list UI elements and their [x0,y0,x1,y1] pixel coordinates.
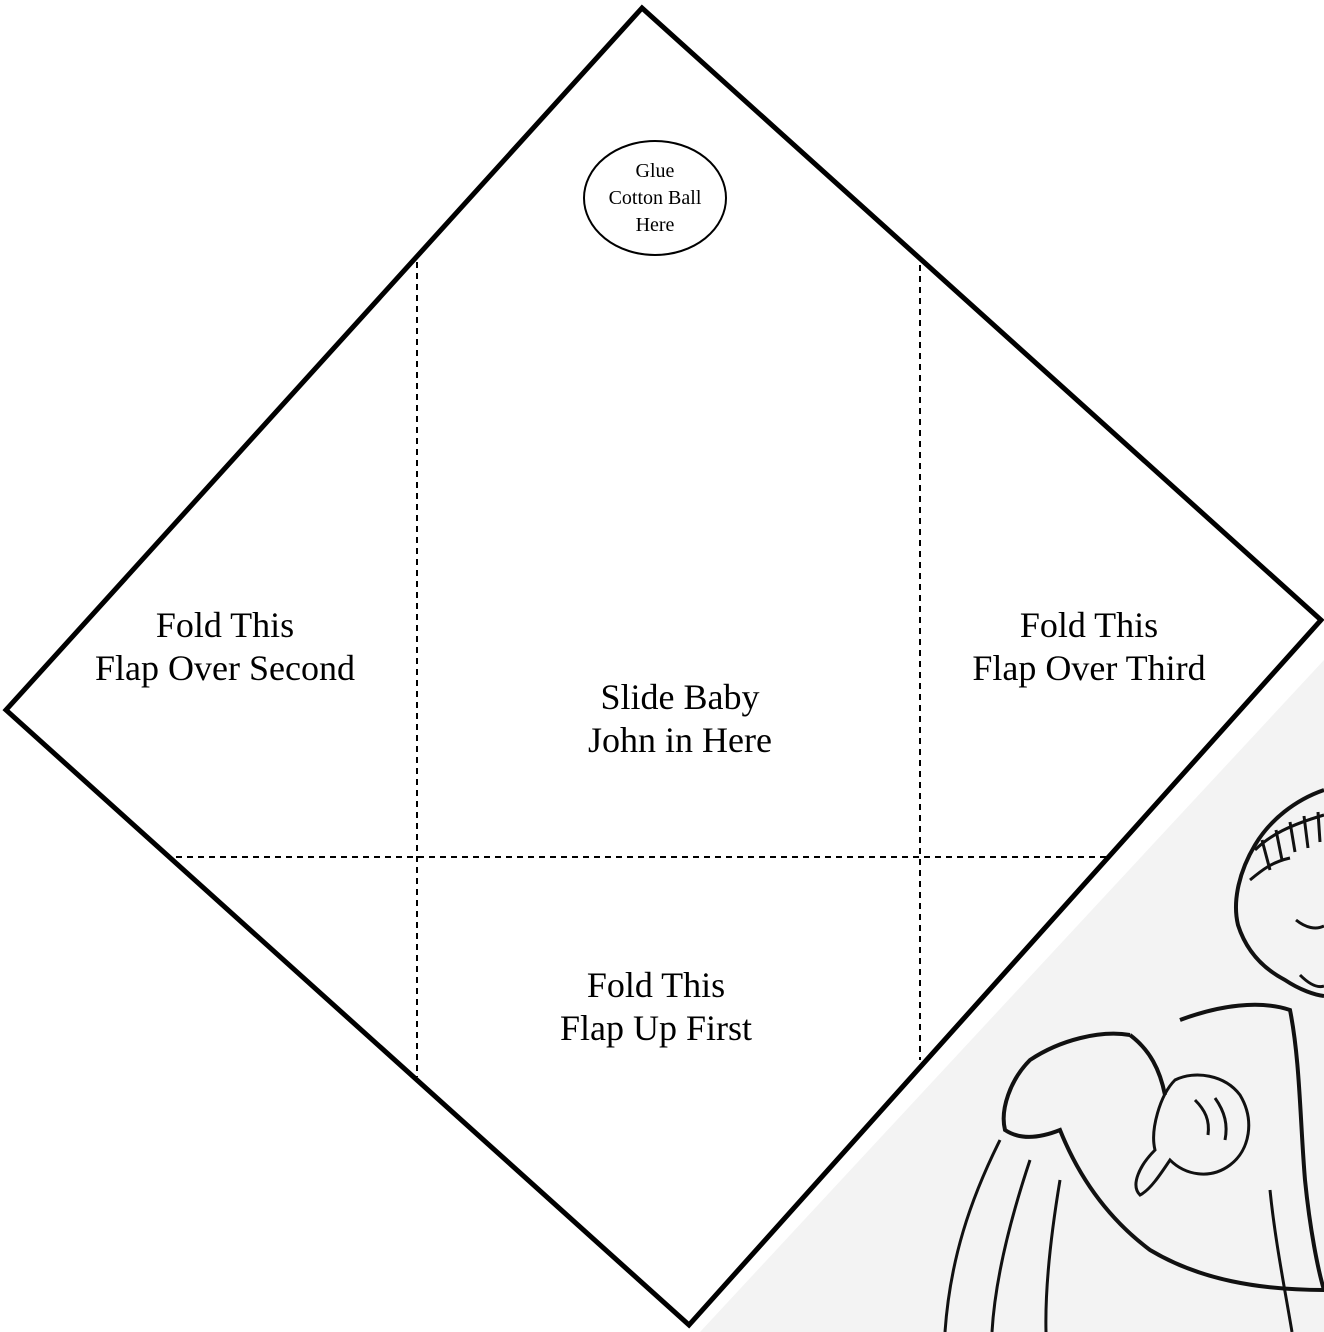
glue-line-3: Here [635,214,675,236]
glue-circle [583,140,727,256]
baby-mouth [1298,973,1324,989]
baby-garment [1001,1031,1324,1292]
left-flap-label: Fold This Flap Over Second [60,604,390,690]
baby-head [1234,788,1324,998]
left-flap-line-2: Flap Over Second [95,648,355,689]
bottom-flap-line-1: Fold This [586,965,726,1005]
baby-hand [1134,1073,1251,1197]
diamond-outline [2,4,1324,1329]
baby-eye [1295,918,1324,930]
right-flap-line-1: Fold This [1019,605,1159,645]
glue-label: Glue Cotton Ball Here [585,158,725,239]
glue-line-2: Cotton Ball [608,187,702,209]
left-flap-line-1: Fold This [155,605,295,645]
bottom-flap-label: Fold This Flap Up First [496,964,816,1050]
baby-hair [1249,811,1324,882]
right-flap-line-2: Flap Over Third [972,648,1206,689]
fold-lines [176,262,1110,1077]
baby-blanket [943,1139,1294,1332]
glue-line-1: Glue [635,160,675,182]
baby-fingers [1193,1097,1228,1141]
baby-john-illustration [700,660,1324,1332]
center-label: Slide Baby John in Here [520,676,840,762]
right-flap-label: Fold This Flap Over Third [930,604,1248,690]
center-line-1: Slide Baby [600,677,760,717]
bottom-flap-line-2: Flap Up First [559,1008,753,1049]
baby-sleeve [1128,1002,1324,1291]
center-line-2: John in Here [588,720,772,761]
